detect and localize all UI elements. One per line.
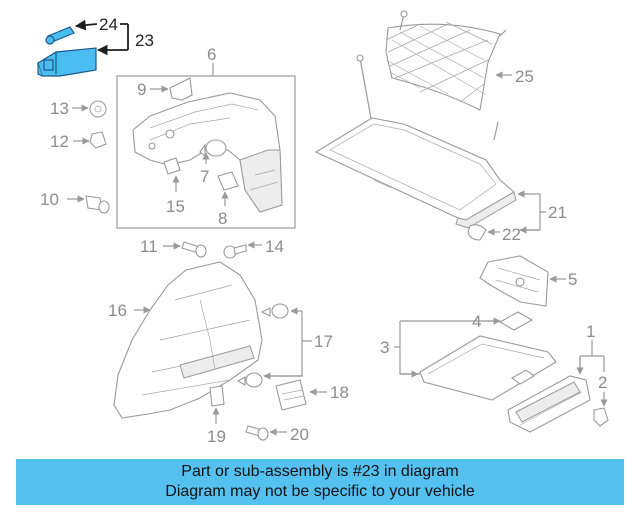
group-6-box	[116, 75, 296, 229]
callout-23[interactable]: 23	[135, 31, 154, 50]
callout-3[interactable]: 3	[380, 338, 389, 357]
callout-25[interactable]: 25	[515, 67, 534, 86]
callout-16[interactable]: 16	[108, 301, 127, 320]
bracket-21	[518, 194, 546, 231]
banner-line-2: Diagram may not be specific to your vehi…	[165, 483, 475, 500]
callout-5[interactable]: 5	[568, 270, 577, 289]
part-19-cover[interactable]	[209, 385, 225, 407]
part-1-sill-plate[interactable]	[507, 375, 591, 433]
part-25-cargo-net[interactable]	[356, 10, 507, 141]
part-24-bulb[interactable]	[45, 26, 75, 45]
part-17-clip-lower[interactable]	[236, 372, 263, 388]
bracket-1	[579, 340, 605, 374]
callout-18[interactable]: 18	[330, 383, 349, 402]
part-9-clip[interactable]	[169, 77, 193, 101]
callout-15[interactable]: 15	[166, 197, 185, 216]
part-16-lower-quarter-trim[interactable]	[113, 261, 263, 419]
part-18-plate[interactable]	[275, 379, 307, 411]
callout-10[interactable]: 10	[40, 190, 59, 209]
callout-13[interactable]: 13	[50, 99, 69, 118]
bracket-23	[98, 23, 129, 50]
part-13-screw[interactable]	[89, 100, 107, 118]
part-23-lamp-assembly[interactable]	[37, 47, 97, 77]
callout-21[interactable]: 21	[548, 203, 567, 222]
banner-line-1: Part or sub-assembly is #23 in diagram	[181, 463, 459, 480]
part-10-fastener[interactable]	[85, 195, 110, 214]
callout-2[interactable]: 2	[598, 373, 607, 392]
part-11-screw[interactable]	[181, 241, 207, 258]
part-5-bracket[interactable]	[479, 255, 549, 307]
callout-17[interactable]: 17	[314, 332, 333, 351]
part-12-nut[interactable]	[89, 131, 107, 149]
callout-14[interactable]: 14	[265, 237, 284, 256]
callout-8[interactable]: 8	[218, 209, 227, 228]
callout-11[interactable]: 11	[140, 237, 158, 256]
part-22-hook[interactable]	[467, 224, 487, 241]
part-17-clip-upper[interactable]	[260, 303, 289, 319]
part-8-bracket[interactable]	[217, 171, 239, 191]
part-14-screw[interactable]	[223, 244, 247, 259]
callout-7[interactable]: 7	[200, 167, 209, 186]
parts-diagram: 24 23 6 9 7 15 8 13 12	[37, 10, 609, 446]
leader-24	[74, 19, 98, 31]
info-banner: Part or sub-assembly is #23 in diagram D…	[16, 459, 624, 505]
callout-6[interactable]: 6	[207, 45, 216, 64]
callout-24[interactable]: 24	[99, 15, 118, 34]
part-20-fastener[interactable]	[245, 425, 269, 441]
bracket-3	[394, 321, 420, 375]
bracket-17	[264, 311, 312, 377]
part-4-pad[interactable]	[498, 311, 534, 331]
callout-12[interactable]: 12	[50, 132, 69, 151]
callout-19[interactable]: 19	[207, 427, 226, 446]
callout-20[interactable]: 20	[290, 425, 309, 444]
callout-9[interactable]: 9	[137, 80, 146, 99]
part-6-upper-quarter-trim[interactable]	[132, 92, 283, 213]
callout-22[interactable]: 22	[502, 225, 521, 244]
part-21-tonneau-cover[interactable]	[314, 117, 517, 229]
part-15-clip[interactable]	[163, 157, 181, 175]
part-2-clip[interactable]	[593, 407, 609, 427]
part-3-cargo-floor[interactable]	[419, 335, 557, 401]
callout-1[interactable]: 1	[586, 322, 595, 341]
